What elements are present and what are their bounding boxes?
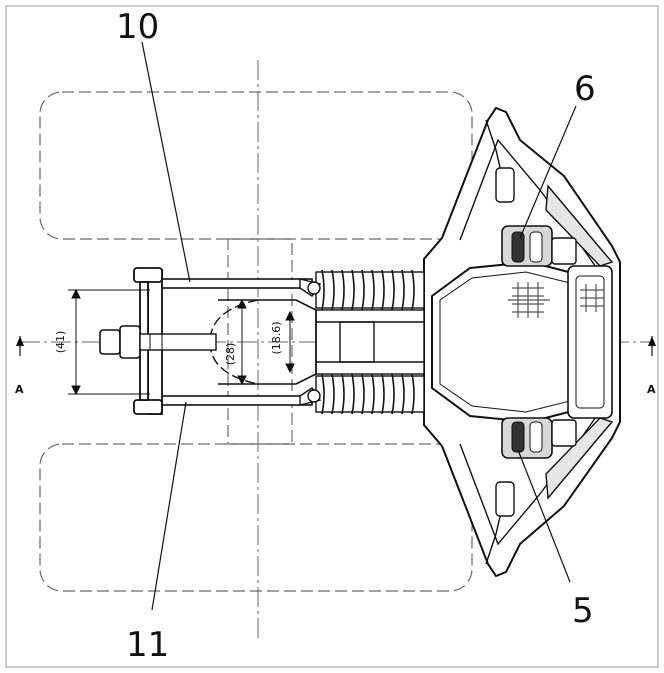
tie-rod-lower (159, 387, 322, 406)
section-marker-left (16, 336, 24, 356)
tie-rod-upper (159, 278, 322, 297)
dim-41-lines (68, 288, 150, 396)
mount-bracket-upper (501, 225, 577, 267)
dim-18-6-lines (285, 310, 295, 374)
phantom-wheel-bottom (39, 443, 473, 592)
section-label-right: A (647, 383, 656, 396)
right-block-inner (575, 275, 605, 409)
leader-5 (517, 449, 571, 583)
callout-11: 11 (126, 625, 169, 665)
piston-rod (315, 309, 425, 375)
phantom-center-block (227, 238, 293, 445)
section-marker-right (648, 336, 656, 356)
dim-18-6-label: (18.6) (270, 321, 283, 354)
yoke-dome (209, 299, 259, 385)
dim-28-lines (237, 298, 247, 386)
yoke-arms (218, 299, 317, 385)
section-label-left: A (15, 383, 24, 396)
adjusting-bolt (99, 325, 217, 359)
mount-bracket-lower (501, 417, 577, 459)
dim-28-label: (28) (224, 343, 237, 366)
hatch-mark-left (508, 282, 550, 318)
outer-ribs (545, 184, 614, 500)
drawing-border (5, 5, 659, 668)
hatch-mark-right (580, 284, 604, 312)
callout-5: 5 (572, 591, 594, 631)
phantom-wheel-top (39, 91, 473, 240)
right-block (567, 265, 613, 419)
hidden-outlines (39, 91, 473, 592)
leader-6 (519, 105, 577, 239)
leader-10 (141, 41, 191, 283)
callout-6: 6 (574, 69, 596, 109)
spring-lower (315, 373, 425, 415)
dim-41-label: (41) (54, 331, 67, 354)
spring-upper (315, 269, 425, 311)
callout-10: 10 (116, 7, 159, 47)
flange-brackets (495, 167, 515, 517)
leader-lines (141, 41, 577, 611)
leader-11 (151, 401, 187, 611)
